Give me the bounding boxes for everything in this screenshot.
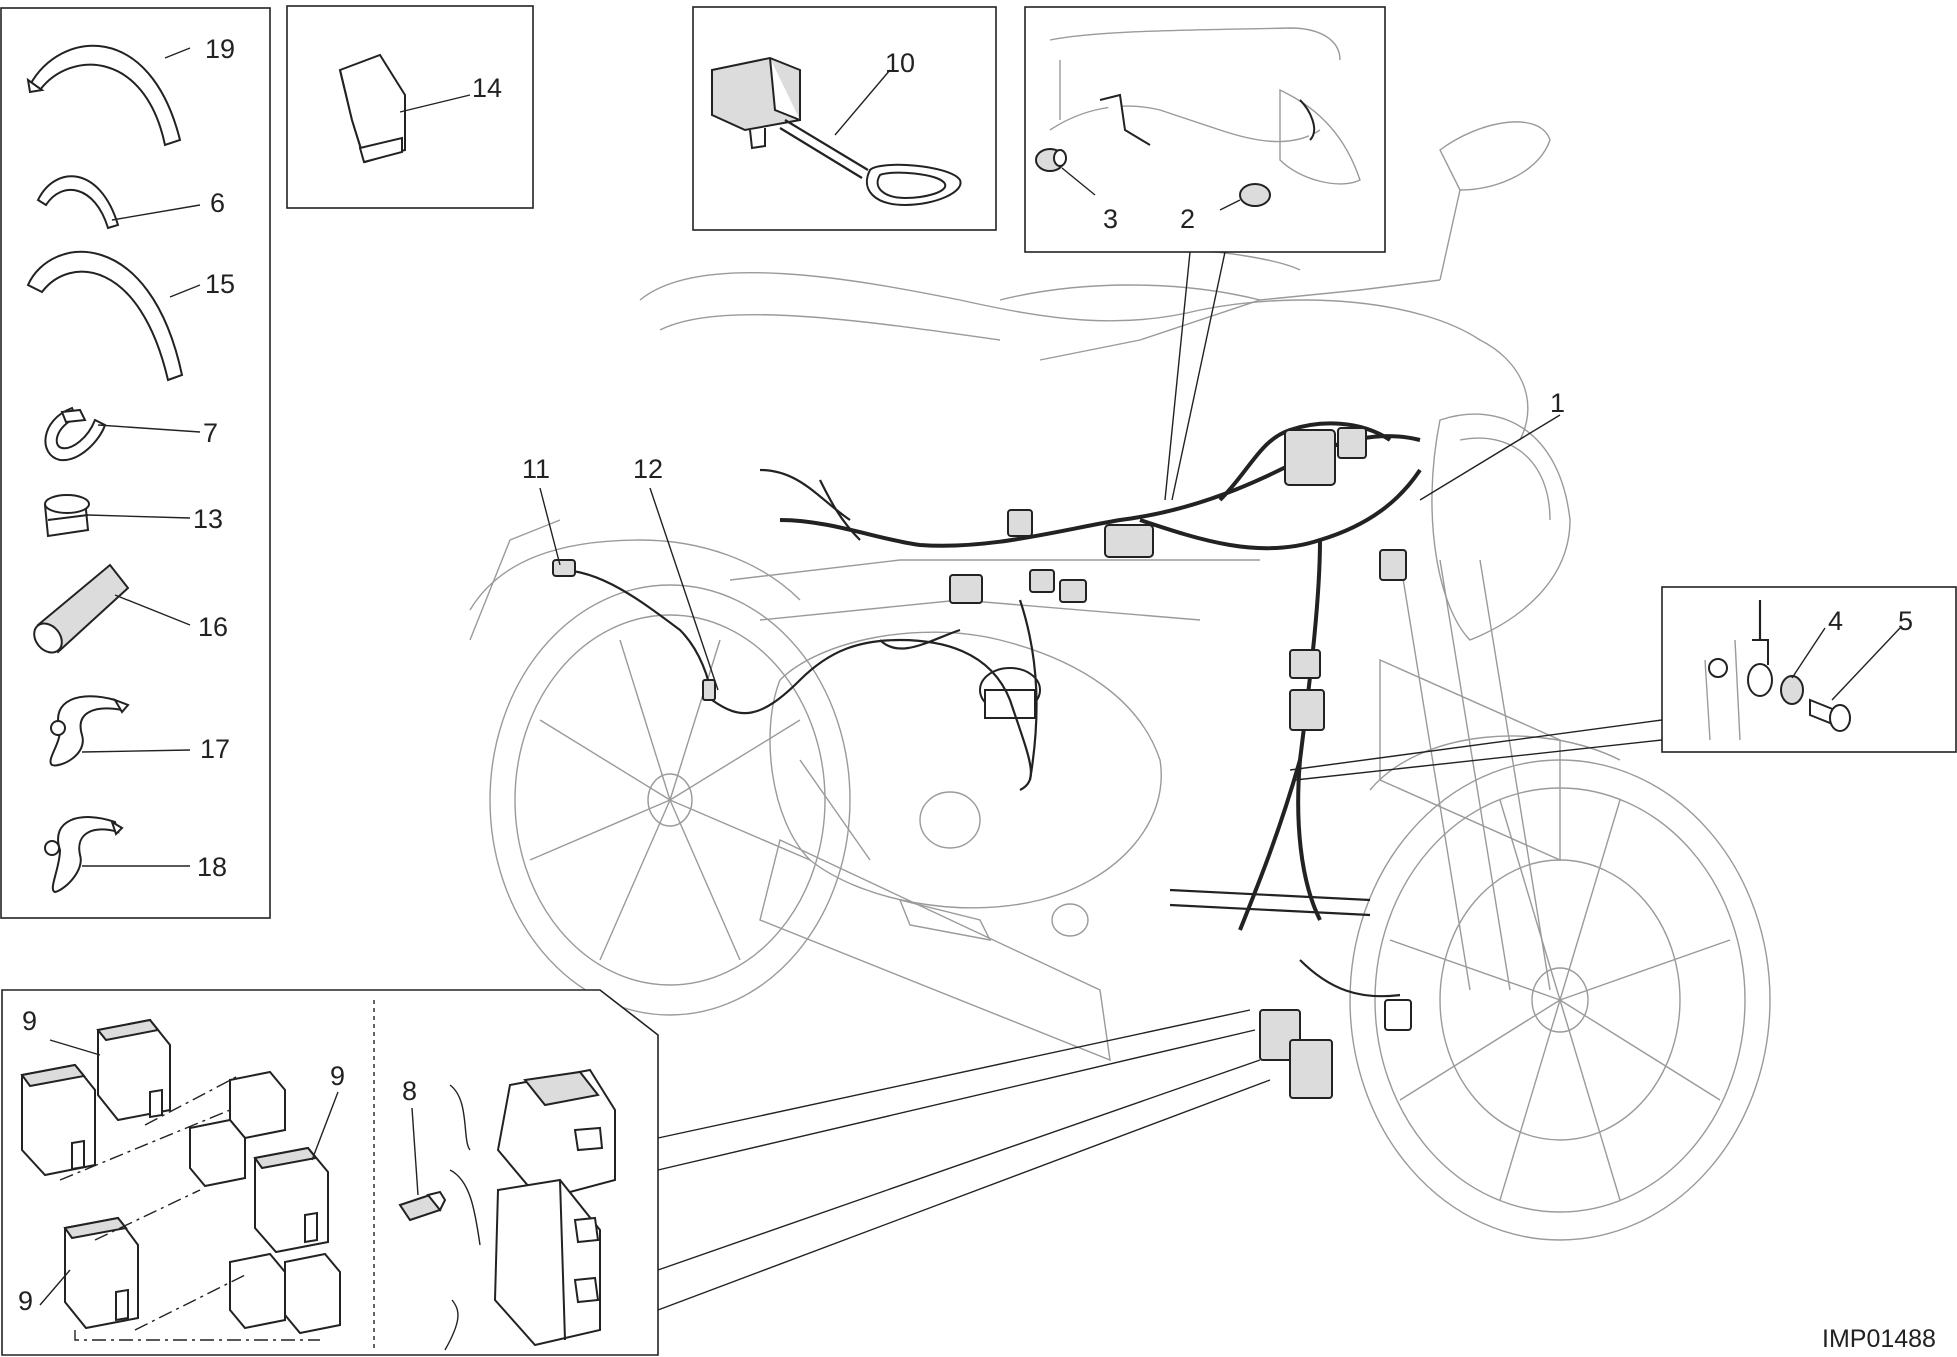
callout-9-top: 9 bbox=[22, 1006, 37, 1036]
callout-8: 8 bbox=[402, 1076, 417, 1106]
callout-9-bottom: 9 bbox=[18, 1286, 33, 1316]
callout-5: 5 bbox=[1898, 606, 1913, 636]
fuse bbox=[398, 1107, 447, 1222]
callout-18: 18 bbox=[197, 852, 227, 882]
relay-fusebox-panel bbox=[1, 989, 1271, 1356]
callout-4: 4 bbox=[1828, 606, 1843, 636]
callout-6: 6 bbox=[210, 188, 225, 218]
relay-upper bbox=[96, 1018, 171, 1122]
callout-10: 10 bbox=[885, 48, 915, 78]
motorcycle-outline bbox=[469, 121, 1771, 1241]
main-wiring-harness bbox=[759, 421, 1422, 1099]
relay-leaders bbox=[39, 1039, 339, 1306]
clamp-18 bbox=[44, 816, 124, 894]
callout-16: 16 bbox=[198, 612, 228, 642]
callout-19: 19 bbox=[205, 34, 235, 64]
cable-tie-15 bbox=[26, 250, 184, 382]
callout-11: 11 bbox=[522, 454, 550, 484]
callout-15: 15 bbox=[205, 269, 235, 299]
clamps-panel bbox=[0, 7, 271, 919]
leader-lines bbox=[539, 414, 1561, 691]
callout-3: 3 bbox=[1103, 204, 1118, 234]
cable-tie-6 bbox=[36, 175, 120, 230]
fuse-box bbox=[493, 1068, 616, 1347]
callout-12: 12 bbox=[633, 454, 663, 484]
sleeve-16 bbox=[33, 563, 130, 654]
relay-right bbox=[253, 1146, 329, 1254]
image-code: IMP01488 bbox=[1822, 1325, 1936, 1353]
relay-left bbox=[20, 1063, 96, 1177]
callout-17: 17 bbox=[200, 734, 230, 764]
clip-13 bbox=[43, 494, 90, 538]
callout-2: 2 bbox=[1180, 204, 1195, 234]
callout-9-right: 9 bbox=[330, 1061, 345, 1091]
relay-lower bbox=[63, 1216, 139, 1330]
callout-14: 14 bbox=[472, 73, 502, 103]
cable-tie-19 bbox=[26, 44, 182, 147]
callout-7: 7 bbox=[203, 418, 218, 448]
cover-panel bbox=[286, 5, 534, 209]
callout-labels: 19 6 15 7 13 16 17 18 14 10 3 2 1 4 5 11… bbox=[18, 34, 1936, 1353]
callout-1: 1 bbox=[1550, 388, 1565, 418]
callout-13: 13 bbox=[193, 504, 223, 534]
rear-cables bbox=[552, 559, 1038, 791]
grommet-panel bbox=[1024, 6, 1386, 501]
ground-terminal-panel bbox=[1289, 586, 1957, 781]
connector-cap-panel bbox=[692, 6, 997, 231]
clamp-17 bbox=[49, 695, 130, 767]
